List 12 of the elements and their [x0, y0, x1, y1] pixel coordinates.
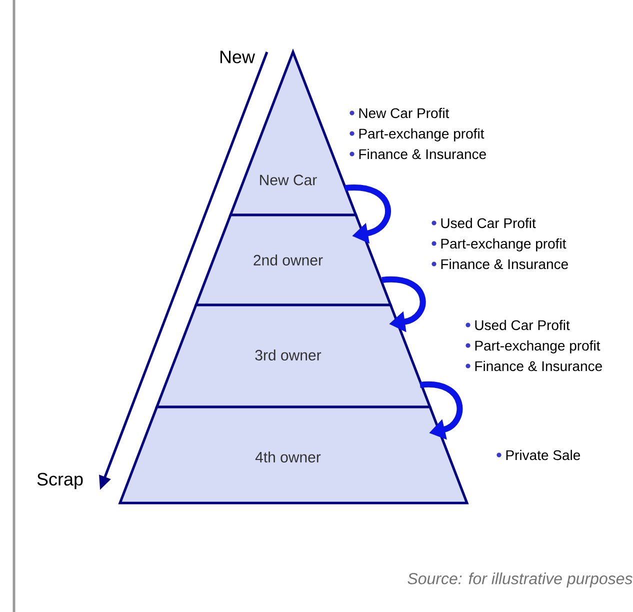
bullet-item: Finance & Insurance: [466, 360, 602, 372]
caption: Source: for illustrative purposes: [408, 572, 632, 588]
bullet-item: Used Car Profit: [466, 320, 570, 330]
curved-arrow: [382, 276, 426, 332]
curved-arrow: [420, 382, 463, 440]
bullet-item: Part-exchange profit: [432, 238, 566, 252]
curved-arrow: [344, 184, 391, 244]
bullet-item: Private Sale: [496, 450, 580, 460]
bullet-item: Finance & Insurance: [432, 258, 568, 270]
bullet-item: Used Car Profit: [432, 218, 536, 228]
bullet-item: Part-exchange profit: [466, 340, 600, 354]
axis-label: Scrap: [37, 472, 83, 490]
